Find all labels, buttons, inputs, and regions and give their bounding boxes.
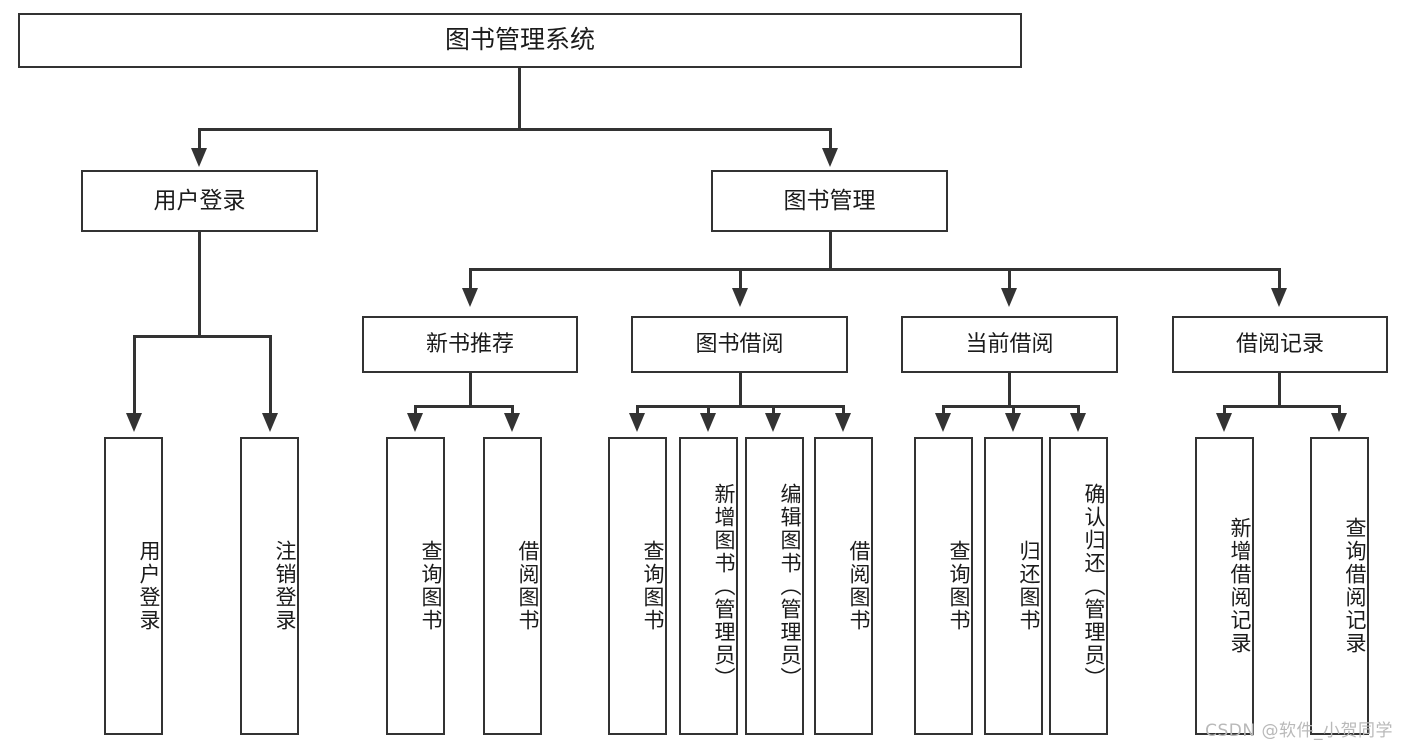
edge-user-login-to-leaf-2 [269, 335, 272, 415]
edge-new-book-bus [414, 405, 514, 408]
arrow-current-borrow-to-leaf-3 [1070, 413, 1086, 432]
leaf-label: 查询图书 [947, 540, 971, 632]
edge-user-login-to-leaf-1 [133, 335, 136, 415]
leaf-logout: 注销登录 [240, 437, 299, 735]
arrow-user-login-to-leaf-1 [126, 413, 142, 432]
arrow-user-login-to-leaf-2 [262, 413, 278, 432]
leaf-current-borrow-confirm-return: 确认归还（管理员） [1049, 437, 1108, 735]
node-root-system: 图书管理系统 [18, 13, 1022, 68]
edge-book-manage-to-borrow-record [1278, 268, 1281, 290]
leaf-book-borrow-borrow-book: 借阅图书 [814, 437, 873, 735]
edge-book-borrow-stem [739, 373, 742, 407]
edge-user-login-stem [198, 232, 201, 337]
arrow-book-borrow-to-leaf-4 [835, 413, 851, 432]
leaf-current-borrow-return-book: 归还图书 [984, 437, 1043, 735]
edge-root-stem [518, 68, 521, 130]
edge-user-login-bus [133, 335, 272, 338]
arrow-root-to-user-login [191, 148, 207, 167]
arrow-new-book-to-leaf-2 [504, 413, 520, 432]
leaf-label: 查询借阅记录 [1343, 517, 1367, 655]
edge-borrow-record-to-leaf-1 [1223, 405, 1226, 415]
arrow-root-to-book-manage [822, 148, 838, 167]
arrow-book-manage-to-book-borrow [732, 288, 748, 307]
leaf-book-borrow-edit-book: 编辑图书（管理员） [745, 437, 804, 735]
edge-new-book-to-leaf-1 [414, 405, 417, 415]
leaf-label: 新增借阅记录 [1228, 517, 1252, 655]
leaf-borrow-record-query-record: 查询借阅记录 [1310, 437, 1369, 735]
arrow-borrow-record-to-leaf-1 [1216, 413, 1232, 432]
edge-root-to-user-login [198, 128, 201, 150]
leaf-new-book-query-book: 查询图书 [386, 437, 445, 735]
edge-current-borrow-stem [1008, 373, 1011, 407]
edge-current-borrow-to-leaf-3 [1077, 405, 1080, 415]
edge-new-book-stem [469, 373, 472, 407]
arrow-book-manage-to-borrow-record [1271, 288, 1287, 307]
arrow-book-borrow-to-leaf-1 [629, 413, 645, 432]
arrow-current-borrow-to-leaf-2 [1005, 413, 1021, 432]
edge-book-borrow-to-leaf-4 [842, 405, 845, 415]
edge-book-manage-stem [829, 232, 832, 270]
leaf-user-login: 用户登录 [104, 437, 163, 735]
watermark-text: CSDN @软件_小贺同学 [1205, 721, 1393, 741]
arrow-borrow-record-to-leaf-2 [1331, 413, 1347, 432]
edge-current-borrow-to-leaf-2 [1012, 405, 1015, 415]
leaf-label: 借阅图书 [516, 540, 540, 632]
edge-borrow-record-stem [1278, 373, 1281, 407]
leaf-current-borrow-query-book: 查询图书 [914, 437, 973, 735]
edge-book-borrow-to-leaf-1 [636, 405, 639, 415]
arrow-new-book-to-leaf-1 [407, 413, 423, 432]
leaf-label: 用户登录 [137, 540, 161, 632]
edge-book-manage-to-current-borrow [1008, 268, 1011, 290]
edge-root-bus [198, 128, 832, 131]
arrow-book-borrow-to-leaf-3 [765, 413, 781, 432]
leaf-label: 查询图书 [419, 540, 443, 632]
node-new-book-recommend: 新书推荐 [362, 316, 578, 373]
leaf-book-borrow-add-book: 新增图书（管理员） [679, 437, 738, 735]
edge-book-manage-bus [469, 268, 1281, 271]
edge-new-book-to-leaf-2 [511, 405, 514, 415]
leaf-label: 注销登录 [273, 540, 297, 632]
arrow-book-manage-to-new-book [462, 288, 478, 307]
leaf-label: 编辑图书（管理员） [778, 482, 802, 690]
node-user-login: 用户登录 [81, 170, 318, 232]
node-borrow-record: 借阅记录 [1172, 316, 1388, 373]
arrow-current-borrow-to-leaf-1 [935, 413, 951, 432]
node-book-borrow: 图书借阅 [631, 316, 848, 373]
leaf-label: 新增图书（管理员） [712, 482, 736, 690]
edge-borrow-record-to-leaf-2 [1338, 405, 1341, 415]
edge-book-borrow-bus [636, 405, 844, 408]
leaf-label: 归还图书 [1017, 540, 1041, 632]
leaf-new-book-borrow-book: 借阅图书 [483, 437, 542, 735]
leaf-label: 借阅图书 [847, 540, 871, 632]
node-current-borrow: 当前借阅 [901, 316, 1118, 373]
edge-borrow-record-bus [1223, 405, 1340, 408]
arrow-book-manage-to-current-borrow [1001, 288, 1017, 307]
leaf-borrow-record-add-record: 新增借阅记录 [1195, 437, 1254, 735]
leaf-book-borrow-query-book: 查询图书 [608, 437, 667, 735]
edge-root-to-book-manage [829, 128, 832, 150]
leaf-label: 查询图书 [641, 540, 665, 632]
arrow-book-borrow-to-leaf-2 [700, 413, 716, 432]
edge-book-manage-to-book-borrow [739, 268, 742, 290]
leaf-label: 确认归还（管理员） [1082, 482, 1106, 690]
node-book-manage: 图书管理 [711, 170, 948, 232]
edge-current-borrow-to-leaf-1 [942, 405, 945, 415]
edge-current-borrow-bus [942, 405, 1079, 408]
edge-book-manage-to-new-book [469, 268, 472, 290]
edge-book-borrow-to-leaf-2 [707, 405, 710, 415]
edge-book-borrow-to-leaf-3 [772, 405, 775, 415]
